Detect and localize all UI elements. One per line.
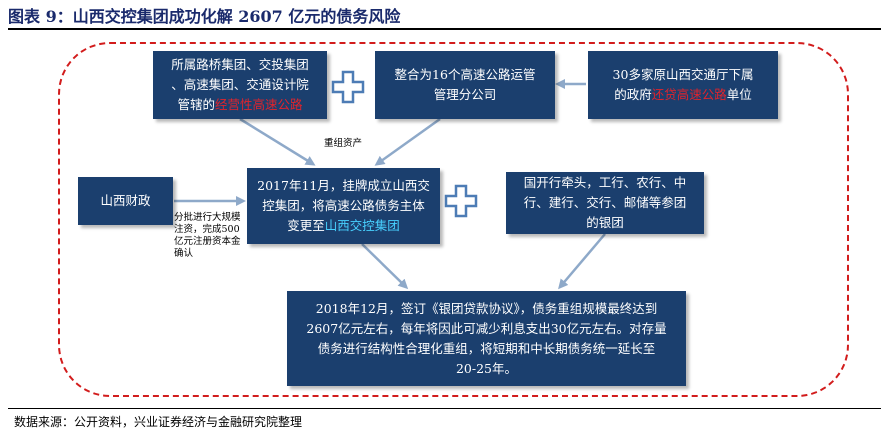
box-text-line: 所属路桥集团、交投集团 xyxy=(171,57,309,72)
highlight-text: 经营性高速公路 xyxy=(214,97,303,112)
arrow-icon xyxy=(239,117,316,166)
arrow-icon xyxy=(361,243,409,290)
plus-icon xyxy=(444,184,478,218)
box-government-units: 30多家原山西交通厅下属 的政府还贷高速公路单位 xyxy=(588,51,778,119)
box-text-line: 整合为16个高速公路运管 xyxy=(394,67,536,82)
highlight-text: 山西交控集团 xyxy=(324,218,400,233)
box-text-line: 的银团 xyxy=(586,215,624,230)
title-rule xyxy=(8,28,881,30)
source-note: 数据来源：公开资料，兴业证券经济与金融研究院整理 xyxy=(14,415,303,429)
note-restructure-assets: 重组资产 xyxy=(324,138,363,149)
box-text-line: 变更至 xyxy=(287,218,325,233)
box-integration: 整合为16个高速公路运管 管理分公司 xyxy=(375,51,555,119)
box-text-line: 30多家原山西交通厅下属 xyxy=(612,67,754,82)
highlight-text: 还贷高速公路 xyxy=(651,87,727,102)
figure-title: 图表 9：山西交控集团成功化解 2607 亿元的债务风险 xyxy=(8,7,401,26)
box-bank-syndicate: 国开行牵头，工行、农行、中 行、建行、交行、邮储等参团 的银团 xyxy=(506,172,704,234)
note-line: 分批进行大规模 xyxy=(174,212,241,223)
arrow-icon xyxy=(374,117,441,166)
box-text-line: 单位 xyxy=(726,87,752,102)
plus-icon xyxy=(331,70,365,104)
note-line: 确认 xyxy=(174,247,194,259)
box-text-line: 国开行牵头，工行、农行、中 xyxy=(523,175,687,190)
box-highway-groups: 所属路桥集团、交投集团 、高速集团、交通设计院 管辖的经营性高速公路 xyxy=(153,51,327,119)
box-text-line: 管理分公司 xyxy=(433,87,497,102)
box-shanxi-finance: 山西财政 xyxy=(78,177,173,225)
box-jiaokong-group: 2017年11月，挂牌成立山西交 控集团，将高速公路债务主体 变更至山西交控集团 xyxy=(247,168,440,244)
box-text-line: 20-25年。 xyxy=(455,360,518,376)
box-text-line: 、高速集团、交通设计院 xyxy=(171,77,309,92)
box-text-line: 行、建行、交行、邮储等参团 xyxy=(523,195,687,210)
box-loan-agreement: 2018年12月，签订《银团贷款协议》，债务重组规模最终达到 2607亿元左右，… xyxy=(287,291,686,386)
box-text-line: 控集团，将高速公路债务主体 xyxy=(262,198,425,213)
dashed-frame xyxy=(58,42,849,397)
note-line: 注资，完成500 xyxy=(174,223,240,235)
box-text-line: 2607亿元左右，每年将因此可减少利息支出30亿元左右。对存量 xyxy=(306,320,667,336)
box-text-line: 的政府 xyxy=(614,87,652,102)
note-line: 亿元注册资本金 xyxy=(174,235,241,247)
footer-rule xyxy=(8,408,881,409)
box-text-line: 2018年12月，签订《银团贷款协议》，债务重组规模最终达到 xyxy=(315,300,658,316)
box-text-line: 山西财政 xyxy=(100,193,151,208)
arrow-icon xyxy=(558,233,606,290)
box-text-line: 管辖的 xyxy=(177,97,215,112)
box-text-line: 债务进行结构性合理化重组，将短期和中长期债务统一延长至 xyxy=(317,340,656,356)
note-capital-injection: 分批进行大规模 注资，完成500 亿元注册资本金 确认 xyxy=(174,212,241,260)
box-text-line: 2017年11月，挂牌成立山西交 xyxy=(257,178,430,193)
